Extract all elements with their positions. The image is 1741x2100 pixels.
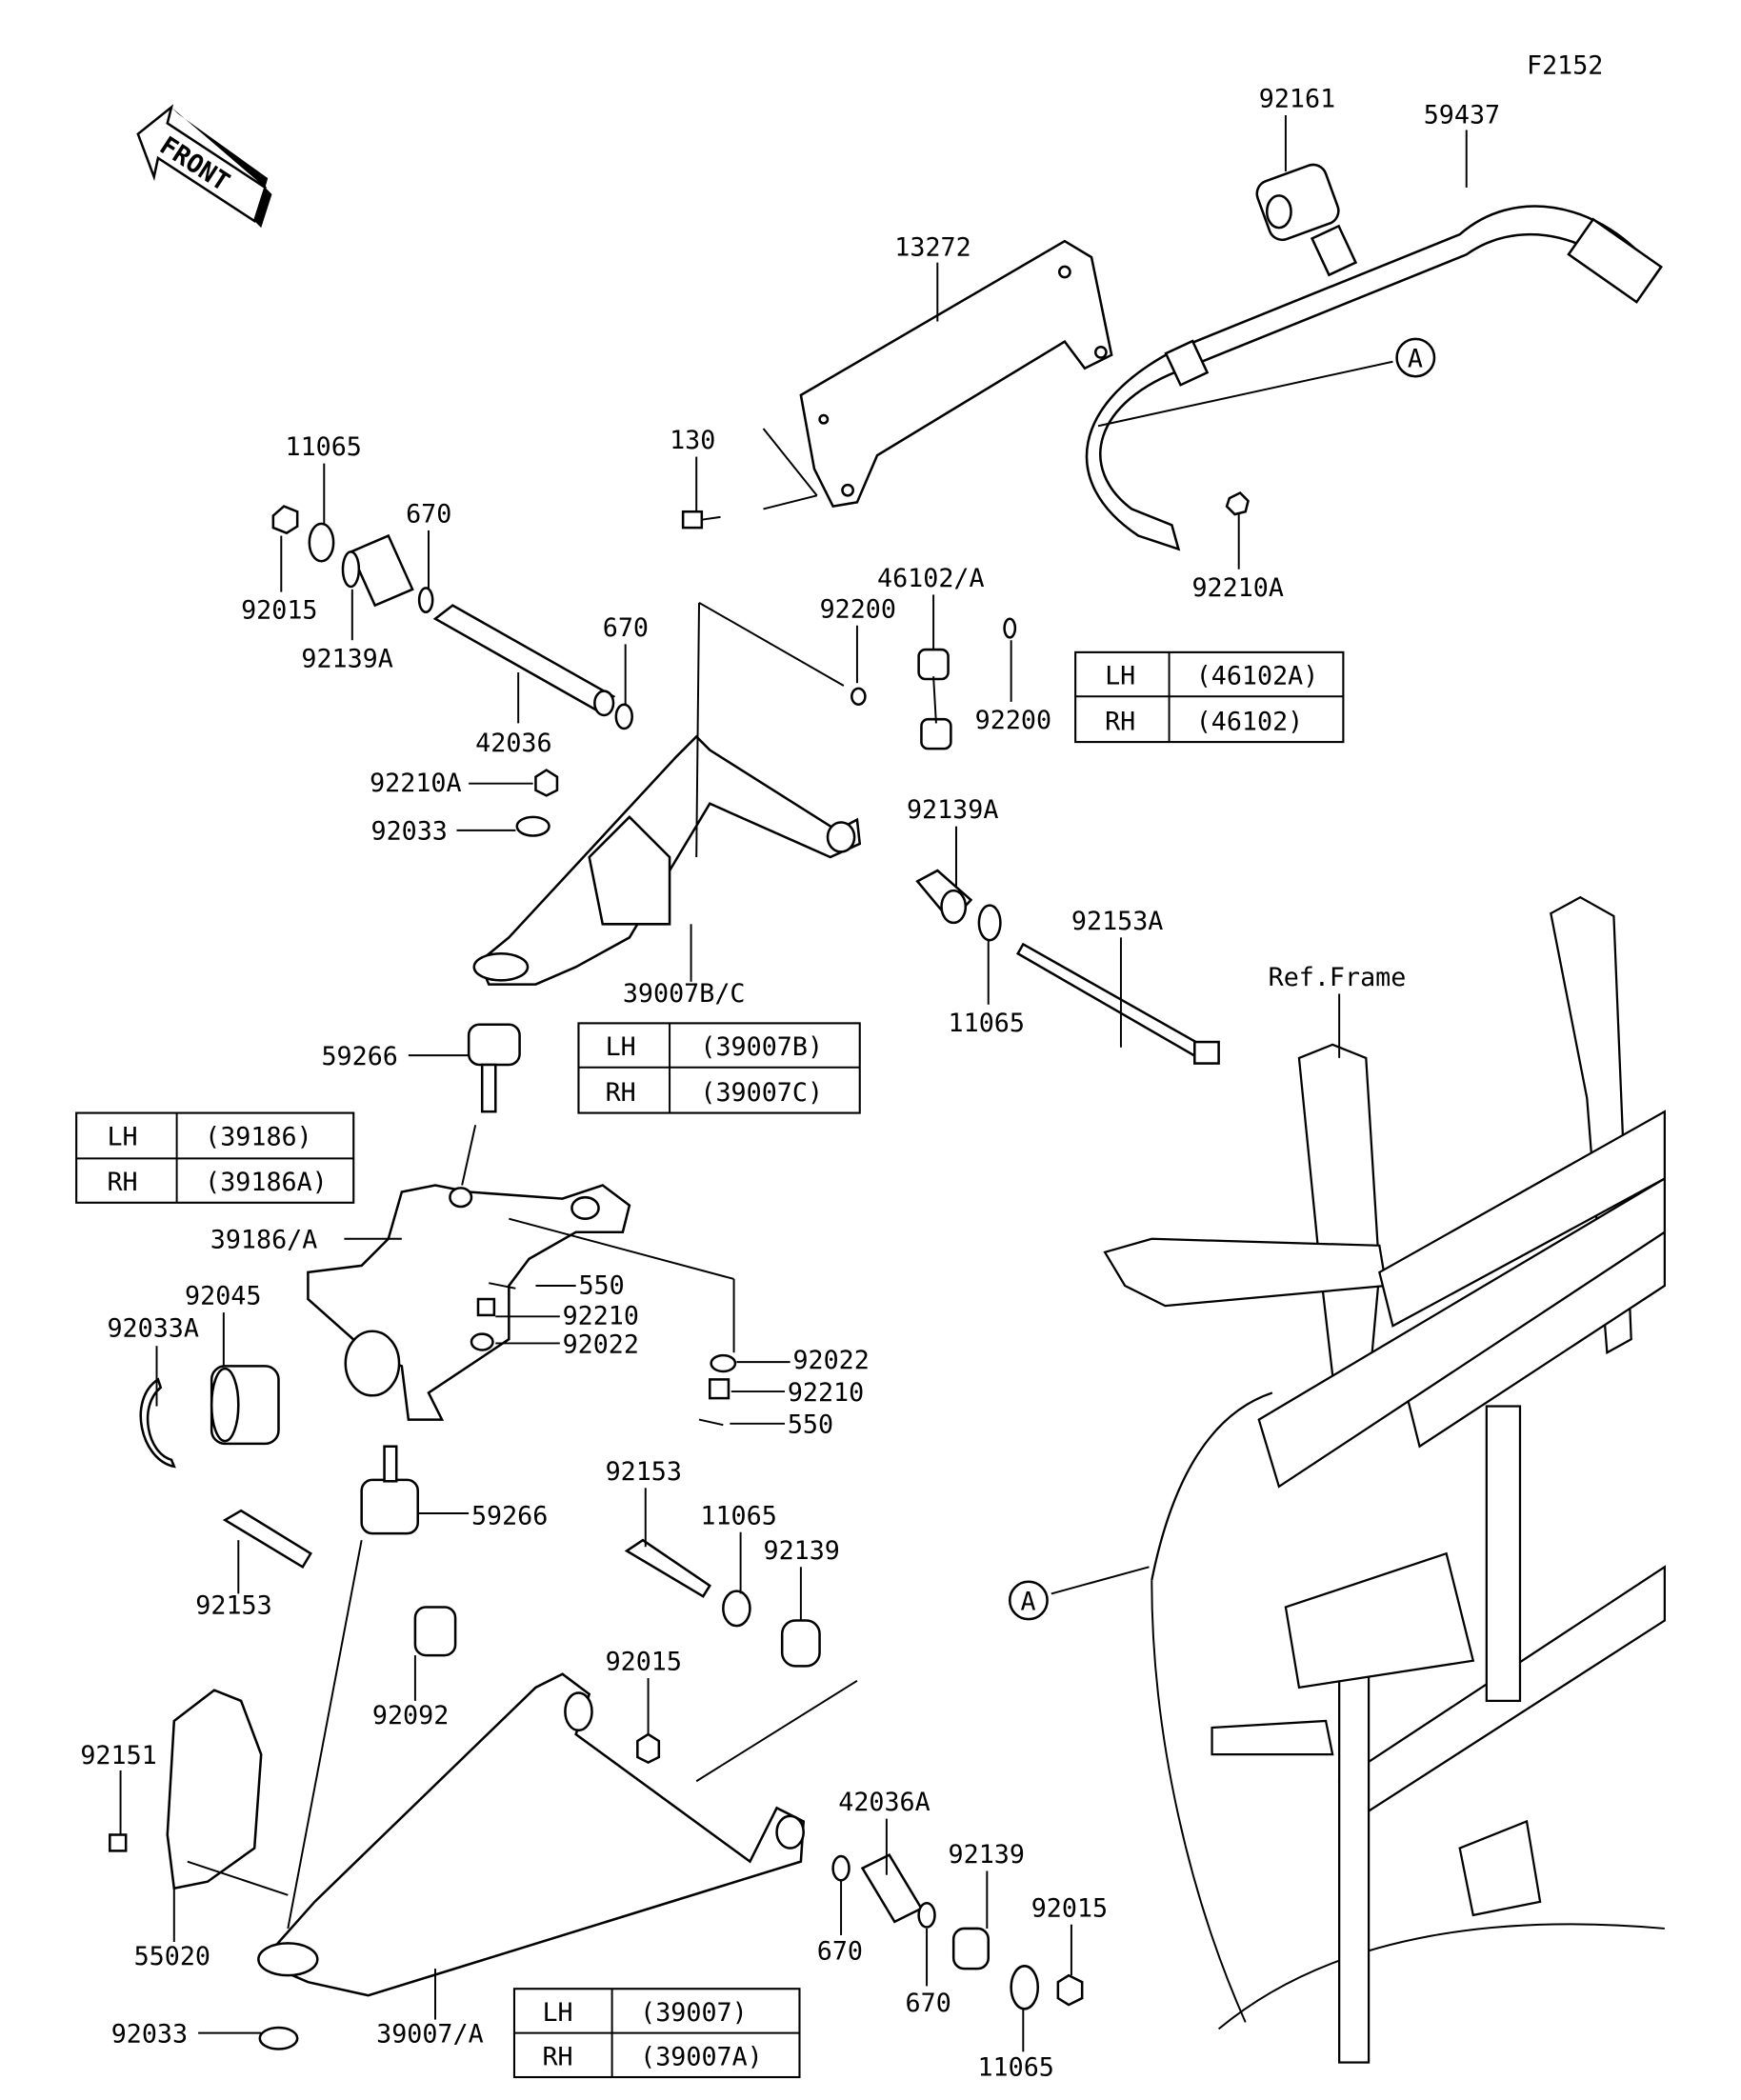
part-label: 92139 — [764, 1536, 840, 1566]
part-label: 92153A — [1071, 907, 1163, 936]
front-direction-arrow-icon: FRONT — [136, 104, 272, 229]
knuckle-39186 — [307, 1184, 631, 1421]
svg-text:LH: LH — [542, 1998, 572, 2028]
part-label: 92200 — [975, 706, 1051, 735]
callout-a-upper: A — [1395, 337, 1436, 378]
svg-text:A: A — [1408, 344, 1423, 373]
part-label: 46102/A — [877, 564, 985, 593]
part-label: 92033A — [107, 1313, 198, 1343]
part-label: 550 — [578, 1270, 624, 1300]
upper-a-arm-39007b-c — [472, 734, 862, 986]
svg-text:(39007C): (39007C) — [700, 1078, 823, 1108]
svg-text:(39007B): (39007B) — [700, 1032, 823, 1062]
part-label: 92033 — [111, 2019, 188, 2049]
svg-text:LH: LH — [606, 1032, 636, 1062]
part-label: 11065 — [977, 2053, 1053, 2083]
part-label: 92153 — [195, 1590, 271, 1620]
nut-92210a — [1225, 491, 1250, 516]
leader-lines — [119, 115, 1468, 2052]
part-label: 92139A — [907, 795, 998, 825]
part-label: 59437 — [1424, 100, 1500, 130]
part-label: 92092 — [372, 1701, 449, 1730]
svg-text:(39186A): (39186A) — [205, 1168, 328, 1197]
part-label: 92210 — [788, 1378, 864, 1408]
ball-joint-upper — [467, 1023, 521, 1113]
part-label: 92022 — [563, 1330, 639, 1359]
part-label: 59266 — [471, 1501, 548, 1530]
svg-text:(39007A): (39007A) — [640, 2042, 763, 2071]
wheel-bearing-92045 — [210, 1365, 280, 1446]
svg-text:RH: RH — [1105, 707, 1135, 736]
part-label: 39007/A — [376, 2019, 484, 2049]
variant-table-39007: LH (39007) RH (39007A) — [512, 1988, 801, 2079]
svg-text:(39186): (39186) — [205, 1122, 312, 1151]
reference-frame — [1103, 895, 1666, 2064]
part-label: 670 — [817, 1936, 863, 1966]
part-label: 92045 — [185, 1282, 261, 1311]
bushing-92161 — [1255, 163, 1340, 242]
part-label: 11065 — [286, 432, 362, 462]
part-label: 92022 — [792, 1346, 869, 1375]
ref-frame-label: Ref.Frame — [1269, 963, 1407, 992]
part-label: 11065 — [700, 1501, 776, 1530]
figure-code: F2152 — [1527, 50, 1603, 80]
svg-text:LH: LH — [1105, 662, 1135, 691]
part-label: 13272 — [894, 233, 971, 263]
part-label: 92015 — [1031, 1893, 1108, 1923]
svg-text:RH: RH — [606, 1078, 636, 1108]
stabilizer-bar — [1085, 205, 1663, 551]
part-label: 92210A — [1191, 573, 1283, 603]
svg-text:LH: LH — [107, 1122, 137, 1151]
part-labels: 92161 59437 13272 130 11065 670 92015 92… — [80, 85, 1500, 2083]
svg-text:(46102A): (46102A) — [1196, 662, 1319, 691]
part-label: 92210 — [563, 1302, 639, 1331]
part-label: 39007B/C — [623, 979, 746, 1009]
part-label: 92015 — [606, 1648, 682, 1677]
ball-joint-lower — [360, 1445, 419, 1535]
svg-text:RH: RH — [107, 1168, 137, 1197]
part-label: 92210A — [370, 769, 461, 798]
svg-text:(39007): (39007) — [640, 1998, 748, 2028]
part-label: 670 — [603, 613, 649, 643]
svg-text:A: A — [1020, 1587, 1035, 1616]
part-label: 92153 — [606, 1457, 682, 1487]
part-label: 92033 — [371, 817, 448, 847]
bolt-130 — [681, 510, 721, 530]
part-label: 670 — [406, 499, 451, 529]
svg-text:(46102): (46102) — [1196, 707, 1304, 736]
part-label: 92139A — [301, 644, 392, 673]
part-label: 39186/A — [210, 1226, 318, 1255]
part-label: 550 — [788, 1410, 833, 1440]
lower-pivot-parts — [109, 1509, 1084, 2050]
bracket-13272 — [799, 239, 1113, 509]
small-hardware — [470, 1282, 737, 1427]
part-label: 92151 — [80, 1741, 156, 1770]
part-label: 92015 — [241, 596, 317, 626]
svg-text:RH: RH — [542, 2042, 572, 2071]
part-label: 92139 — [949, 1840, 1025, 1870]
circlip-92033a — [139, 1377, 176, 1469]
part-label: 55020 — [134, 1942, 210, 1971]
variant-table-39007b: LH (39007B) RH (39007C) — [577, 1022, 861, 1114]
part-label: 92200 — [820, 594, 896, 624]
guard-55020 — [166, 1689, 263, 1890]
upper-pivot-parts — [271, 505, 1220, 1065]
variant-table-39186: LH (39186) RH (39186A) — [75, 1111, 355, 1204]
part-label: 670 — [906, 1989, 951, 2018]
part-label: 130 — [670, 426, 715, 455]
callout-a-lower: A — [1008, 1580, 1049, 1621]
lower-a-arm-39007 — [257, 1672, 806, 1997]
part-label: 42036 — [475, 729, 551, 758]
variant-table-46102: LH (46102A) RH (46102) — [1074, 650, 1345, 744]
part-label: 92161 — [1259, 85, 1335, 114]
part-label: 42036A — [838, 1788, 930, 1817]
part-label: 59266 — [321, 1042, 397, 1071]
part-label: 11065 — [949, 1009, 1025, 1038]
